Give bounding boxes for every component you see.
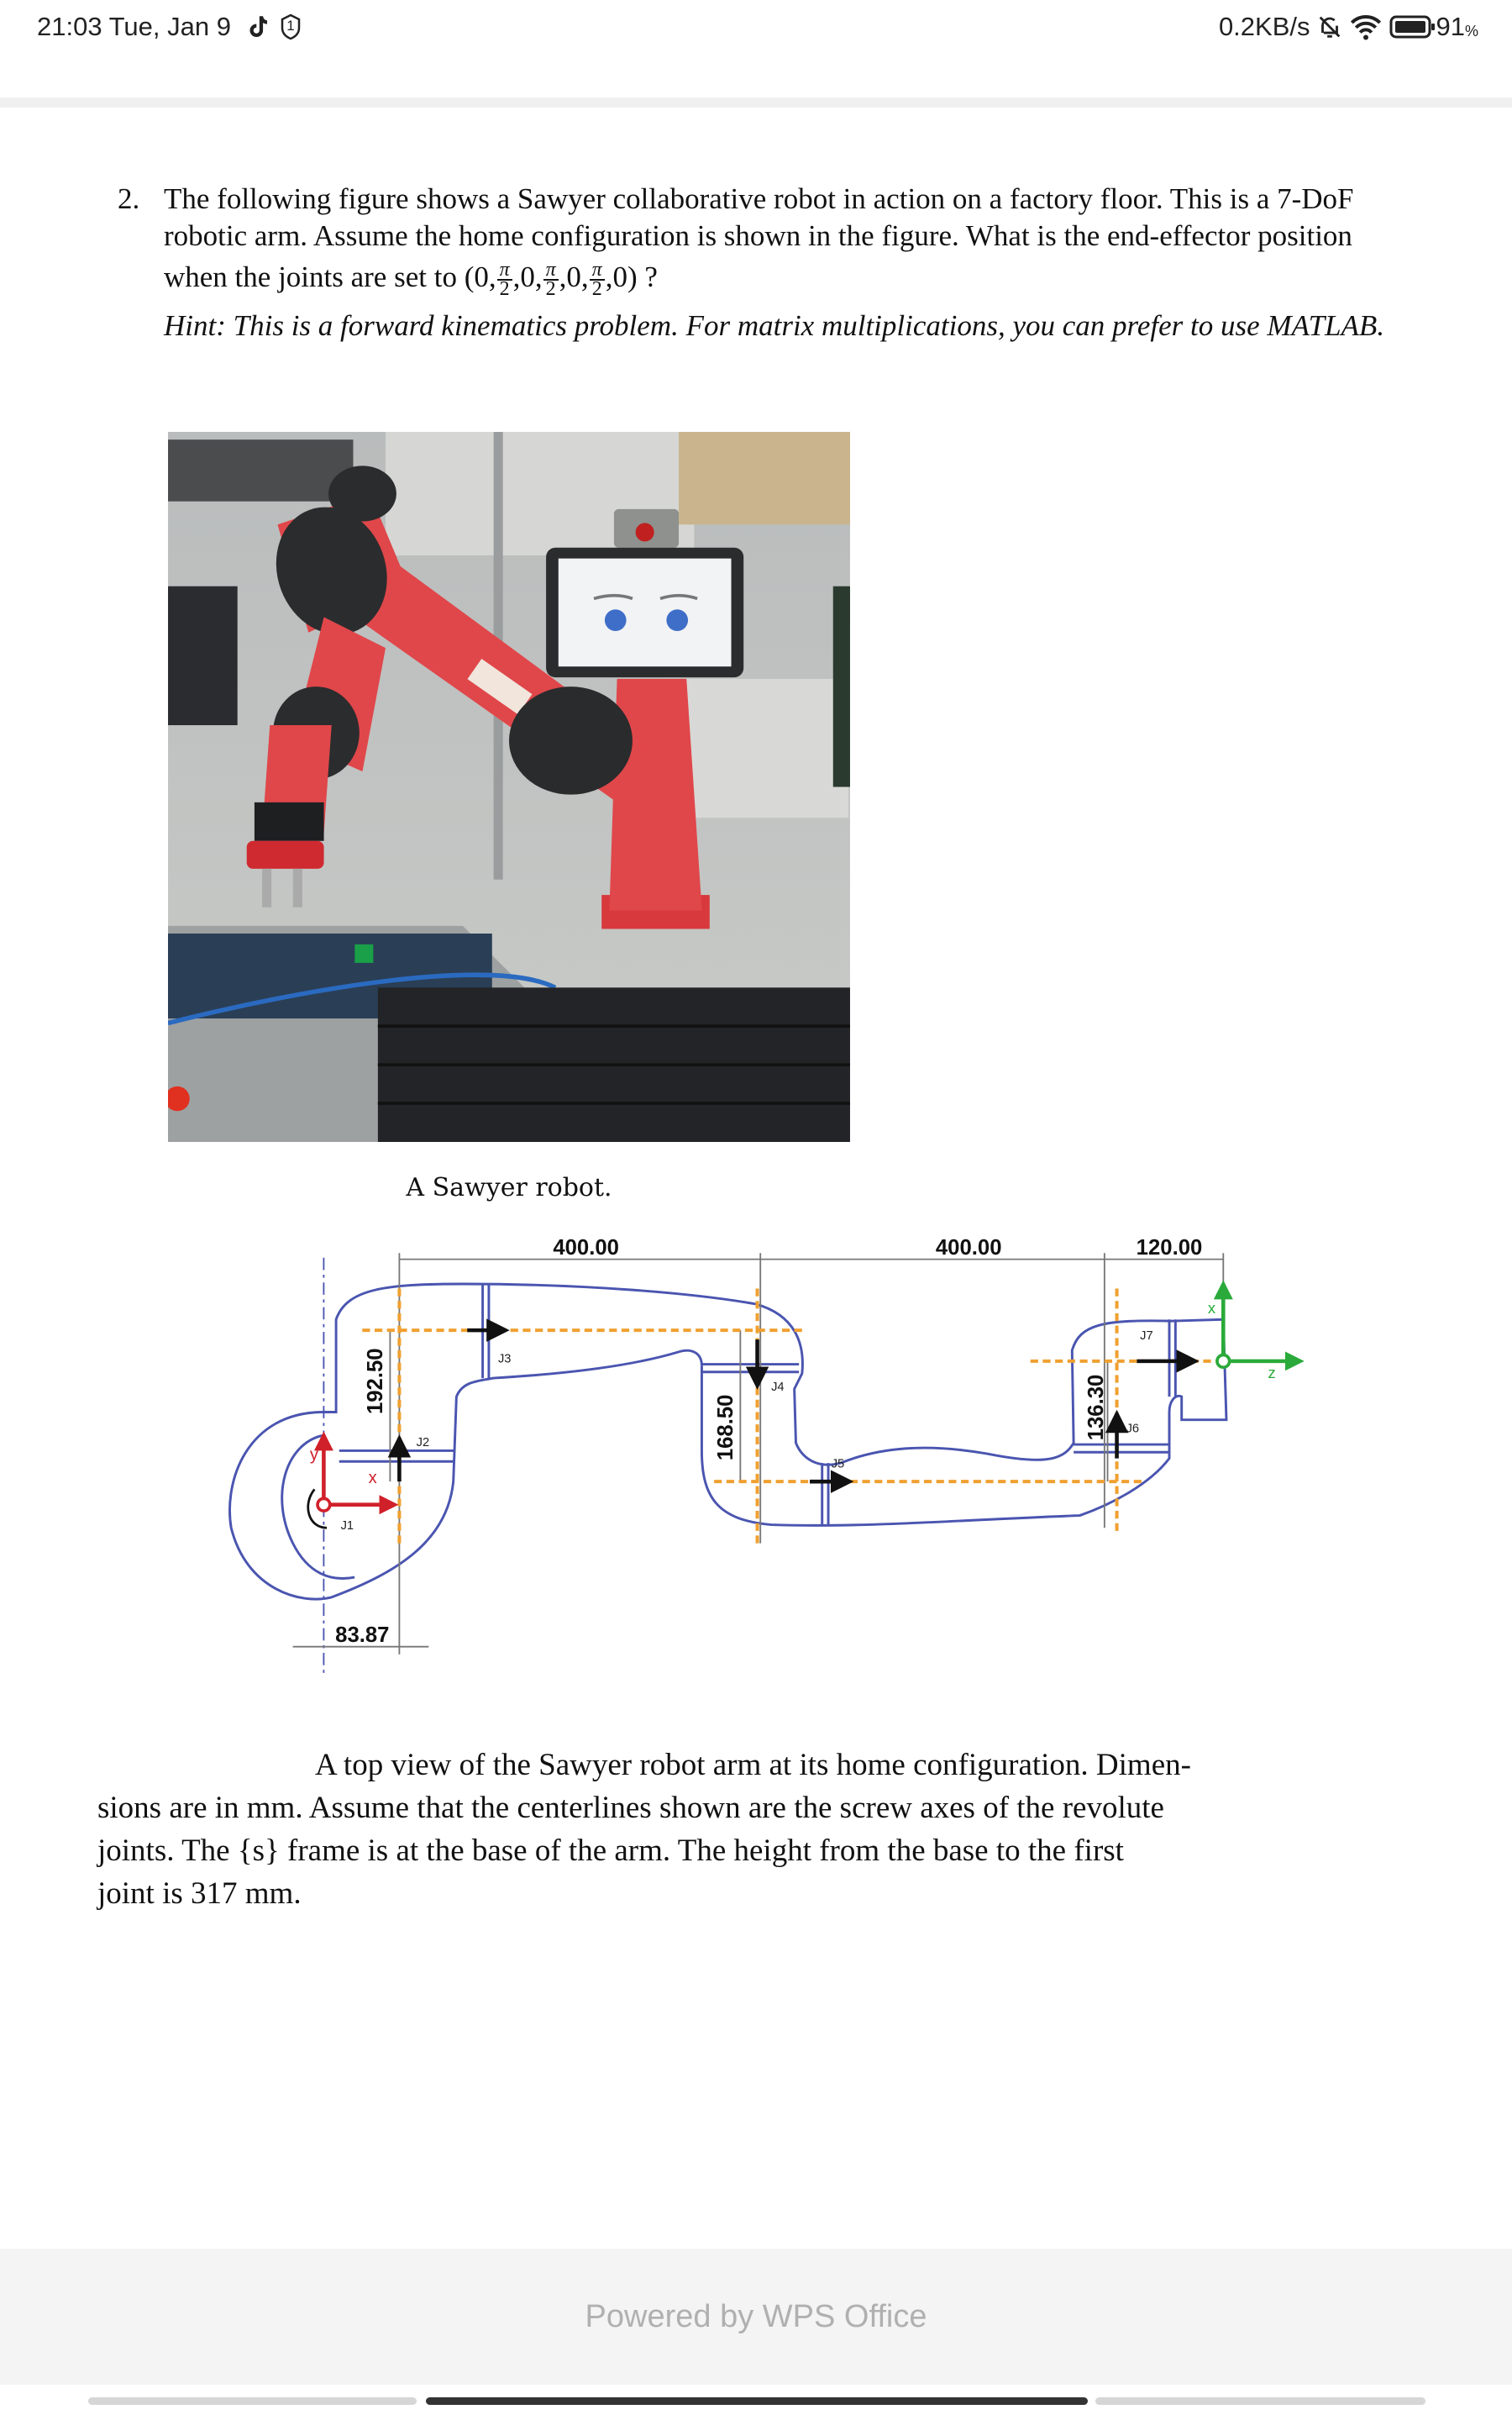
svg-text:J6: J6	[1126, 1422, 1140, 1435]
sawyer-robot-photo	[168, 432, 850, 1142]
svg-text:J5: J5	[832, 1458, 845, 1471]
time-date: 21:03 Tue, Jan 9	[37, 12, 231, 41]
status-right: 0.2KB/s 91%	[1218, 12, 1478, 41]
net-speed: 0.2KB/s	[1218, 12, 1310, 41]
arm-outline	[228, 1282, 1228, 1601]
question-number: 2.	[118, 182, 140, 215]
svg-text:J4: J4	[771, 1381, 785, 1394]
powered-by-text: Powered by WPS Office	[585, 2299, 927, 2334]
dim-400-b: 400.00	[936, 1236, 1002, 1260]
dim-400-a: 400.00	[553, 1236, 619, 1260]
diagram-caption-line-3: joints. The {s} frame is at the base of …	[97, 1833, 1124, 1868]
svg-text:J3: J3	[498, 1353, 512, 1366]
dim-136-30: 136.30	[1084, 1375, 1108, 1441]
question-line-1: The following figure shows a Sawyer coll…	[164, 182, 1354, 215]
tiktok-icon	[249, 16, 268, 38]
page-indicator-left[interactable]	[88, 2397, 417, 2405]
shield-icon: 1	[280, 13, 302, 40]
svg-text:y: y	[310, 1445, 319, 1464]
svg-text:J2: J2	[417, 1436, 430, 1449]
question-line-2: robotic arm. Assume the home configurati…	[164, 219, 1352, 252]
dim-83-87: 83.87	[335, 1623, 389, 1647]
sawyer-top-view-diagram: y x x z 400.00 400.00 120.00 83.87 192.5…	[228, 1236, 1305, 1675]
svg-text:J7: J7	[1140, 1329, 1153, 1343]
page-indicator-current[interactable]	[426, 2397, 1088, 2405]
dim-192-50: 192.50	[364, 1348, 387, 1414]
diagram-caption-line-4: joint is 317 mm.	[97, 1876, 302, 1911]
battery-level: 91	[1436, 12, 1465, 41]
mute-bell-icon	[1319, 16, 1340, 38]
status-separator	[0, 97, 1512, 108]
svg-text:z: z	[1268, 1364, 1276, 1381]
screw-axes	[362, 1288, 1219, 1544]
diagram-caption-line-1: A top view of the Sawyer robot arm at it…	[315, 1748, 1191, 1782]
photo-caption: A Sawyer robot.	[406, 1173, 612, 1202]
wps-footer: Powered by WPS Office	[0, 2249, 1512, 2385]
svg-text:x: x	[369, 1469, 377, 1487]
wifi-icon	[1350, 15, 1381, 40]
dim-120: 120.00	[1137, 1236, 1203, 1260]
status-left: 21:03 Tue, Jan 9 1	[37, 8, 302, 45]
dim-168-50: 168.50	[714, 1395, 738, 1461]
battery-icon	[1389, 15, 1435, 39]
diagram-caption-line-2: sions are in mm. Assume that the centerl…	[97, 1791, 1164, 1825]
question-hint: Hint: This is a forward kinematics probl…	[164, 309, 1385, 342]
page-indicator-right[interactable]	[1095, 2397, 1425, 2405]
svg-text:J1: J1	[341, 1519, 354, 1533]
svg-text:x: x	[1208, 1299, 1215, 1317]
